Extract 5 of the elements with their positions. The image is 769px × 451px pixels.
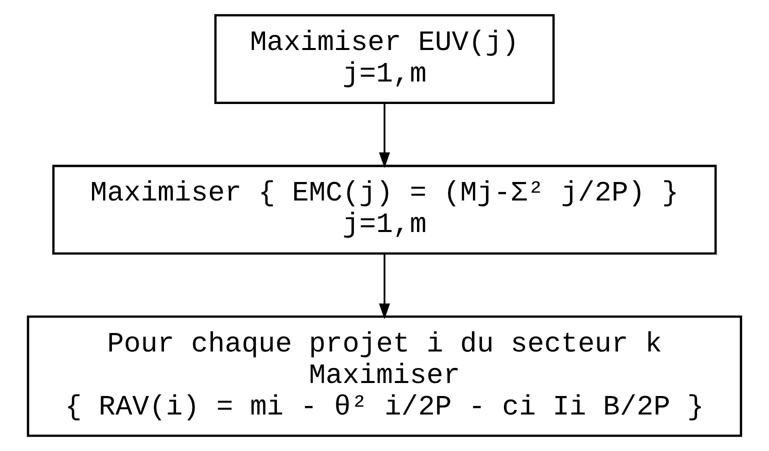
arrow: [378, 254, 390, 320]
arrow: [378, 103, 390, 168]
node-box: Maximiser { EMC(j) = (Mj-Σ² j/2P) } j=1,m: [52, 164, 717, 255]
node-box: Maximiser EUV(j) j=1,m: [214, 14, 555, 104]
node-box: Pour chaque projet i du secteur k Maximiser { RAV(i) = mi - θ² i/2P - ci Ii B/2P }: [26, 315, 742, 437]
